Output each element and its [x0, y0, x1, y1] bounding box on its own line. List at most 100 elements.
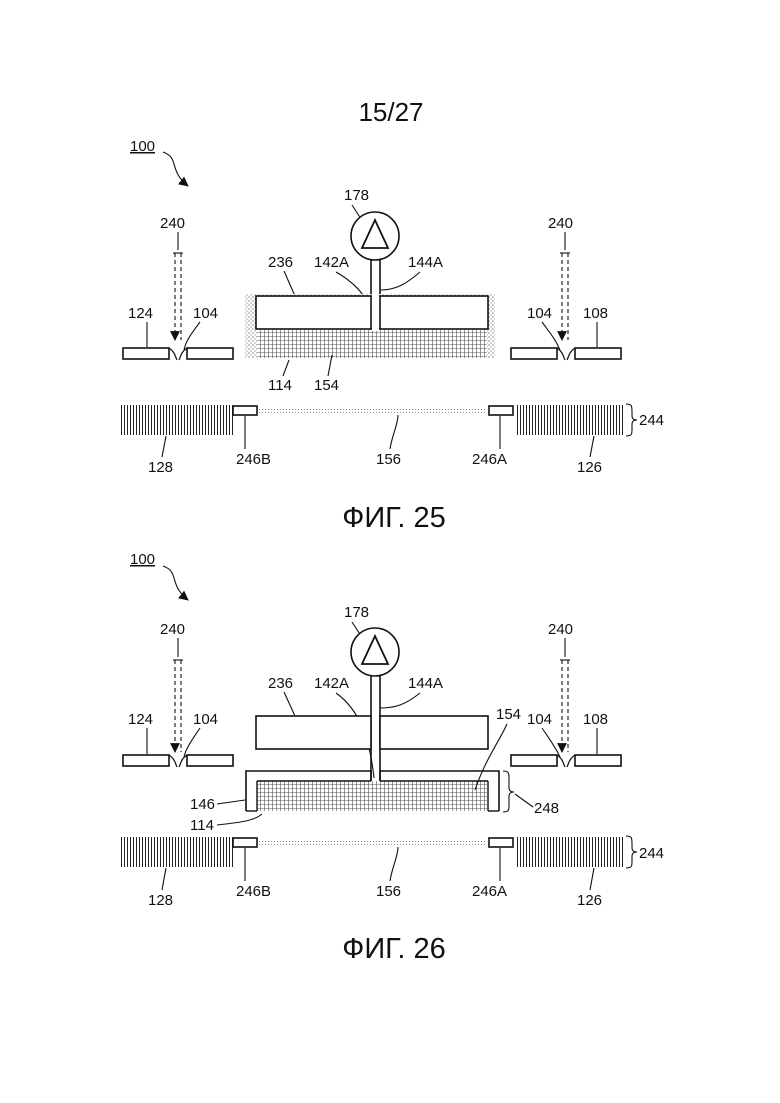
ref-126-leader: [590, 868, 594, 890]
ref-244: 244: [639, 845, 664, 862]
ref-142A: 142A: [314, 254, 349, 271]
ref-128: 128: [148, 459, 173, 476]
ref-236-leader: [284, 692, 295, 716]
page-number: 15/27: [358, 97, 423, 127]
ref-156-leader: [390, 415, 398, 449]
ref-104-right: 104: [527, 305, 552, 322]
seal-246B: [233, 838, 257, 847]
ref-244: 244: [639, 412, 664, 429]
ref-128-leader: [162, 436, 166, 457]
ref-144A: 144A: [408, 254, 443, 271]
ref-246A: 246A: [472, 451, 507, 468]
ref-126: 126: [577, 892, 602, 909]
nozzle-104-left-a: [169, 348, 177, 360]
figure-26-caption: ФИГ. 26: [342, 933, 445, 965]
ref-240-left: 240: [160, 215, 185, 232]
ref-236: 236: [268, 675, 293, 692]
ref-156: 156: [376, 451, 401, 468]
ref-246A: 246A: [472, 883, 507, 900]
seal-246A: [489, 406, 513, 415]
ref-104-right: 104: [527, 711, 552, 728]
ref-144A-leader: [380, 272, 420, 290]
nozzle-104-left-b: [179, 348, 187, 360]
ref-154: 154: [314, 377, 339, 394]
nozzle-104-right-b: [567, 755, 575, 767]
ref-124: 124: [128, 305, 153, 322]
plate-236-left: [256, 716, 371, 749]
ref-246B: 246B: [236, 451, 271, 468]
nozzle-104-right-b: [567, 348, 575, 360]
ref-144A: 144A: [408, 675, 443, 692]
plate-124: [123, 755, 169, 766]
plate-gap: [372, 294, 379, 331]
ref-146: 146: [190, 796, 215, 813]
ref-108: 108: [583, 305, 608, 322]
plate-108: [575, 348, 621, 359]
ref-114-leader: [283, 360, 289, 376]
ref-100: 100: [130, 551, 155, 568]
ref-154-leader: [328, 355, 332, 376]
substrate-156: [257, 408, 487, 414]
figure-26: 100 178 236 142A 144A 154 248 146: [121, 551, 664, 965]
plate-left-inner: [187, 755, 233, 766]
ref-146-leader: [217, 800, 245, 804]
ref-178: 178: [344, 604, 369, 621]
ref-108: 108: [583, 711, 608, 728]
ref-104-left: 104: [193, 711, 218, 728]
ref-126-leader: [590, 436, 594, 457]
seal-246A: [489, 838, 513, 847]
ref-126: 126: [577, 459, 602, 476]
nozzle-104-right-a: [557, 755, 565, 767]
ref-104-left-leader: [184, 322, 200, 350]
ref-240-right: 240: [548, 215, 573, 232]
ref-100-arrow: [163, 152, 188, 186]
plate-108: [575, 755, 621, 766]
nozzle-104-right-a: [557, 348, 565, 360]
housing-248-body: [257, 781, 487, 811]
plate-left-inner: [187, 348, 233, 359]
ref-156: 156: [376, 883, 401, 900]
ref-156-leader: [390, 847, 398, 881]
figure-25-caption: ФИГ. 25: [342, 502, 445, 534]
plate-right-inner: [511, 348, 557, 359]
ref-114: 114: [190, 817, 214, 834]
plate-right-inner: [511, 755, 557, 766]
nozzle-104-left-a: [169, 755, 177, 767]
ref-154: 154: [496, 706, 521, 723]
ref-104-right-leader: [542, 728, 560, 757]
ref-248: 248: [534, 800, 559, 817]
substrate-128: [121, 837, 233, 867]
substrate-126: [515, 837, 623, 867]
ref-236-leader: [284, 271, 295, 296]
ref-128-leader: [162, 868, 166, 890]
brace-244: [626, 404, 637, 436]
ref-104-left-leader: [184, 728, 200, 757]
ref-100-arrow: [163, 566, 188, 600]
brace-248: [503, 771, 514, 812]
ref-240-right: 240: [548, 621, 573, 638]
ref-144A-leader: [380, 693, 420, 708]
substrate-128: [121, 405, 233, 435]
ref-246B: 246B: [236, 883, 271, 900]
substrate-156: [257, 840, 487, 846]
grid-region-154: [257, 330, 487, 358]
ref-114-leader: [217, 814, 262, 825]
figure-25: 100 178 236 142A 144A 114 154 240: [121, 138, 664, 534]
ref-104-right-leader: [542, 322, 560, 350]
ref-178: 178: [344, 187, 369, 204]
ref-128: 128: [148, 892, 173, 909]
ref-100: 100: [130, 138, 155, 155]
ref-104-left: 104: [193, 305, 218, 322]
brace-244: [626, 836, 637, 868]
seal-246B: [233, 406, 257, 415]
ref-248-leader: [515, 794, 533, 807]
ref-142A: 142A: [314, 675, 349, 692]
substrate-126: [515, 405, 623, 435]
ref-114: 114: [268, 377, 292, 394]
plate-236-right: [380, 716, 488, 749]
plate-124: [123, 348, 169, 359]
ref-240-left: 240: [160, 621, 185, 638]
ref-124: 124: [128, 711, 153, 728]
nozzle-104-left-b: [179, 755, 187, 767]
